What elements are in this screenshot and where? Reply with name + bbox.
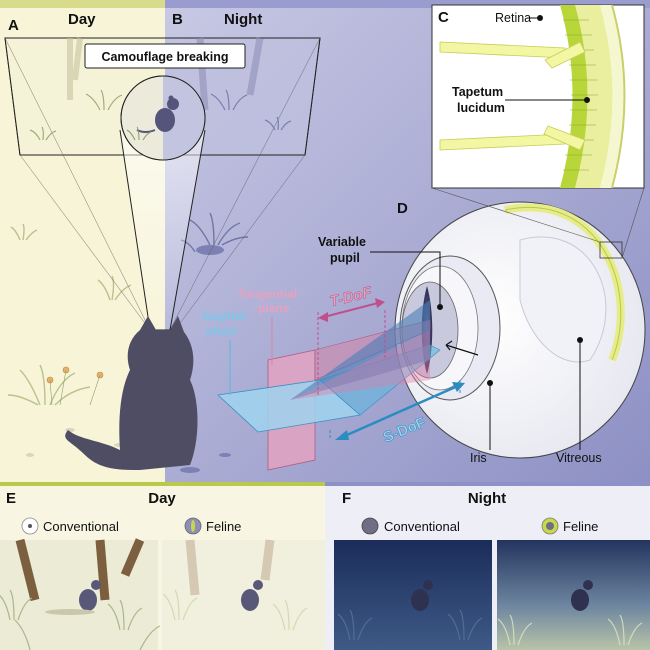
light-rays: [439, 41, 586, 151]
panel-e-title: Day: [148, 490, 176, 507]
panel-a-letter: A: [8, 17, 19, 34]
iris-label: Iris: [470, 451, 487, 465]
panel-c: C Retina Tapetum lucidum: [431, 4, 645, 189]
e-conventional-label: Conventional: [43, 519, 119, 534]
panel-b-letter: B: [172, 11, 183, 28]
panel-f: F Night Conventional Feline: [325, 482, 650, 650]
tapetum-label-line2: lucidum: [457, 101, 505, 115]
tangential-line1: Tangential: [238, 287, 297, 301]
panel-b-header: B Night: [172, 11, 262, 28]
panel-f-title: Night: [468, 490, 506, 507]
e-feline-photo: [162, 539, 325, 650]
panel-a-title: Day: [68, 11, 96, 28]
tangential-plane-label: Tangential plane: [238, 287, 300, 315]
s-dof-arrow: [335, 382, 465, 440]
panel-d: D Variable pupil Iris Vitreous: [318, 187, 646, 465]
tangential-line2: plane: [258, 301, 290, 315]
panel-e-letter: E: [6, 490, 16, 507]
callout-text: Camouflage breaking: [101, 50, 228, 64]
variable-pupil-label: Variable pupil: [318, 235, 369, 265]
cat-silhouette: [65, 316, 198, 470]
variable-pupil-line2: pupil: [330, 251, 360, 265]
sagittal-plane-label: Sagittal plane: [202, 309, 249, 338]
night-ground-stones: [180, 245, 231, 473]
panel-b-title: Night: [224, 11, 262, 28]
panel-e: E Day Conventional Feline: [0, 482, 325, 650]
magnifier: [119, 75, 206, 331]
e-feline-label: Feline: [206, 519, 241, 534]
panel-c-letter: C: [438, 9, 449, 26]
sagittal-line2: plane: [206, 324, 238, 338]
f-feline-photo: [497, 540, 650, 650]
sagittal-line1: Sagittal: [202, 309, 245, 323]
panel-f-letter: F: [342, 490, 351, 507]
f-conventional-label: Conventional: [384, 519, 460, 534]
t-dof-arrow: [318, 298, 385, 322]
vitreous-label: Vitreous: [556, 451, 602, 465]
panel-a-header: A Day: [8, 11, 96, 34]
f-feline-label: Feline: [563, 519, 598, 534]
f-conventional-photo: [334, 540, 492, 650]
tapetum-label-line1: Tapetum: [452, 85, 503, 99]
day-flowers: [46, 366, 104, 406]
camouflage-callout: Camouflage breaking: [84, 43, 246, 69]
tapetum-label: Tapetum lucidum: [452, 85, 507, 115]
panel-d-letter: D: [397, 200, 408, 217]
e-conventional-photo: [0, 538, 161, 650]
variable-pupil-line1: Variable: [318, 235, 366, 249]
retina-label: Retina: [495, 11, 531, 25]
day-grass: [7, 223, 132, 406]
